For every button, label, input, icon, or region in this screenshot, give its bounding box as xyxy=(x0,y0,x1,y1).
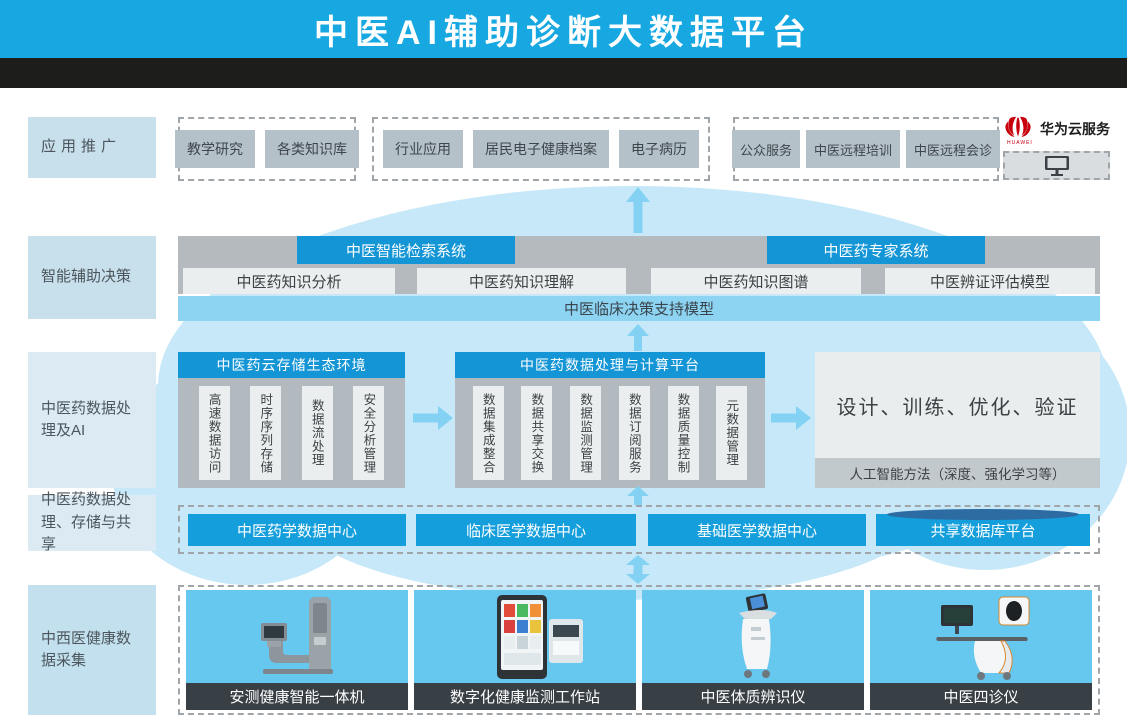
app-item[interactable]: 电子病历 xyxy=(619,130,699,168)
app-item[interactable]: 各类知识库 xyxy=(265,130,359,168)
right-arrow-icon xyxy=(771,406,811,430)
compute-item[interactable]: 元数据管理 xyxy=(716,386,748,480)
system-tcm-expert[interactable]: 中医药专家系统 xyxy=(767,236,985,264)
datacenter-basic-medicine[interactable]: 基础医学数据中心 xyxy=(648,514,866,546)
shared-database-label: 共享数据库平台 xyxy=(930,522,1036,540)
application-group-public: 公众服务 中医远程培训 中医远程会诊 xyxy=(731,117,1001,181)
device-caption: 中医体质辨识仪 xyxy=(642,683,864,710)
device-illustration-four-diagnosis xyxy=(936,596,1030,680)
title-bar: 中医AI辅助诊断大数据平台 xyxy=(0,0,1127,58)
huawei-logo-icon xyxy=(1005,116,1031,137)
side-label-health-collect: 中西医健康数据采集 xyxy=(28,585,156,715)
storage-item[interactable]: 数据流处理 xyxy=(301,386,333,480)
ai-training-title: 设计、训练、优化、验证 xyxy=(815,352,1100,458)
device-illustration-all-in-one xyxy=(261,596,333,674)
huawei-cloud-service: HUAWEI 华为云服务 xyxy=(1003,112,1113,180)
device-image-workstation xyxy=(414,590,636,683)
app-item[interactable]: 行业应用 xyxy=(383,130,463,168)
app-item[interactable]: 中医远程会诊 xyxy=(906,130,1001,168)
syndrome-evaluation-model[interactable]: 中医辨证评估模型 xyxy=(885,268,1095,294)
up-arrow-icon xyxy=(627,486,649,505)
application-group-industry: 行业应用 居民电子健康档案 电子病历 xyxy=(372,117,710,181)
datacenter-tcm-pharmacy[interactable]: 中医药学数据中心 xyxy=(188,514,406,546)
device-caption: 安测健康智能一体机 xyxy=(186,683,408,710)
device-panel: 数字化健康监测工作站 xyxy=(414,590,636,710)
ai-training-block: 设计、训练、优化、验证 人工智能方法（深度、强化学习等） xyxy=(815,352,1100,488)
huawei-cloud-label: 华为云服务 xyxy=(1040,121,1110,137)
compute-item[interactable]: 数据订阅服务 xyxy=(618,386,650,480)
datacenter-group xyxy=(178,505,1100,554)
up-arrow-icon xyxy=(626,187,650,233)
up-arrow-icon xyxy=(627,324,649,351)
data-compute-title: 中医药数据处理与计算平台 xyxy=(455,352,765,378)
cloud-storage-block: 中医药云存储生态环境 高速数据访问 时序序列存储 数据流处理 安全分析管理 xyxy=(178,352,405,488)
double-arrow-icon xyxy=(626,555,650,584)
app-item[interactable]: 居民电子健康档案 xyxy=(473,130,609,168)
device-caption: 数字化健康监测工作站 xyxy=(414,683,636,710)
app-item[interactable]: 公众服务 xyxy=(731,130,800,168)
ai-methods-label: 人工智能方法（深度、强化学习等） xyxy=(815,458,1100,488)
storage-item[interactable]: 时序序列存储 xyxy=(250,386,282,480)
shared-database-platform[interactable]: 共享数据库平台 xyxy=(876,509,1090,546)
compute-item[interactable]: 数据共享交换 xyxy=(521,386,553,480)
header-divider xyxy=(0,58,1127,88)
database-cylinder-top xyxy=(886,509,1080,520)
side-label-decision: 智能辅助决策 xyxy=(28,236,156,319)
device-panel: 中医四诊仪 xyxy=(870,590,1092,710)
data-compute-block: 中医药数据处理与计算平台 数据集成整合 数据共享交换 数据监测管理 数据订阅服务… xyxy=(455,352,765,488)
device-caption: 中医四诊仪 xyxy=(870,683,1092,710)
side-label-application: 应用推广 xyxy=(28,117,156,178)
datacenter-clinical[interactable]: 临床医学数据中心 xyxy=(416,514,636,546)
app-item[interactable]: 中医远程培训 xyxy=(806,130,901,168)
page-title: 中医AI辅助诊断大数据平台 xyxy=(314,13,813,52)
compute-item[interactable]: 数据监测管理 xyxy=(570,386,602,480)
system-intelligent-search[interactable]: 中医智能检索系统 xyxy=(297,236,515,264)
knowledge-understanding[interactable]: 中医药知识理解 xyxy=(417,268,626,294)
cloud-storage-title: 中医药云存储生态环境 xyxy=(178,352,405,378)
storage-item[interactable]: 高速数据访问 xyxy=(198,386,230,480)
app-item[interactable]: 教学研究 xyxy=(175,130,255,168)
device-illustration-workstation xyxy=(497,594,583,679)
side-label-storage-share: 中医药数据处理、存储与共享 xyxy=(28,491,156,553)
application-group-research: 教学研究 各类知识库 xyxy=(175,117,359,181)
compute-item[interactable]: 数据质量控制 xyxy=(667,386,699,480)
clinical-decision-support-bar: 中医临床决策支持模型 xyxy=(178,296,1100,321)
device-image-four-diagnosis xyxy=(870,590,1092,683)
knowledge-analysis[interactable]: 中医药知识分析 xyxy=(183,268,395,294)
monitor-icon xyxy=(1044,155,1069,176)
device-panel: 安测健康智能一体机 xyxy=(186,590,408,710)
device-illustration-constitution-analyzer xyxy=(739,592,777,678)
cloud-terminal-box[interactable] xyxy=(1003,151,1110,180)
device-image-ancemeter xyxy=(186,590,408,683)
huawei-brand-text: HUAWEI xyxy=(1007,140,1033,146)
compute-item[interactable]: 数据集成整合 xyxy=(472,386,504,480)
device-panel: 中医体质辨识仪 xyxy=(642,590,864,710)
right-arrow-icon xyxy=(413,406,453,430)
knowledge-graph[interactable]: 中医药知识图谱 xyxy=(651,268,861,294)
device-group: 安测健康智能一体机 xyxy=(178,585,1100,715)
storage-item[interactable]: 安全分析管理 xyxy=(353,386,385,480)
side-label-data-ai: 中医药数据处理及AI xyxy=(28,352,156,488)
device-image-constitution xyxy=(642,590,864,683)
